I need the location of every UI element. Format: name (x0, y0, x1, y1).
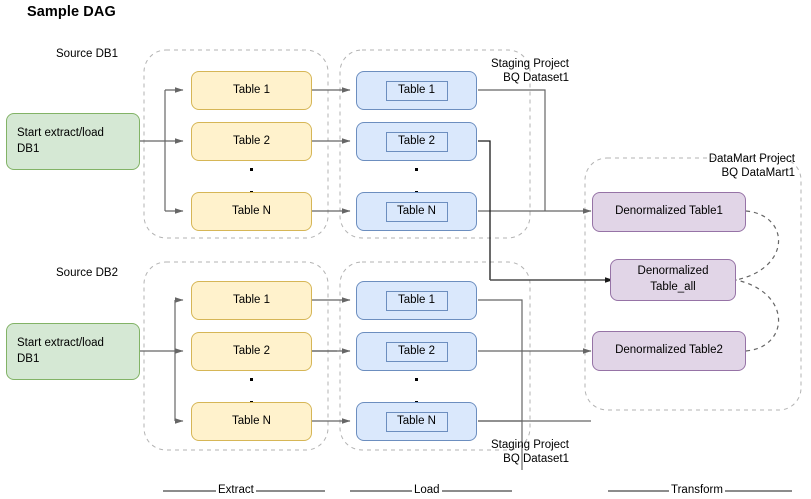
phase-label-extract: Extract (216, 484, 256, 496)
container-staging-top (339, 49, 531, 239)
denormalized-table-all-line2: Table_all (650, 281, 696, 293)
edge-dashed-dn1-to-tableall (735, 210, 780, 281)
ellipsis-load1 (413, 168, 419, 194)
label-staging-top-line1: Staging Project (491, 58, 569, 70)
container-staging-bottom (339, 261, 531, 451)
label-staging-bottom-line2: BQ Dataset1 (503, 453, 569, 465)
load1-table-n-inner: Table N (385, 201, 448, 222)
start-node-2-line1: Start extract/load (17, 336, 104, 349)
edge-dashed-dn2-to-tableall (735, 279, 780, 352)
ellipsis-extract2 (248, 378, 254, 404)
ellipsis-extract1 (248, 168, 254, 194)
node-load2-table-n[interactable]: Table N (356, 402, 477, 441)
node-extract2-table-1[interactable]: Table 1 (191, 281, 312, 320)
load1-table-1-inner: Table 1 (385, 80, 448, 101)
denormalized-table-all-line1: Denormalized (637, 265, 709, 278)
node-extract2-table-2[interactable]: Table 2 (191, 332, 312, 371)
load1-table-2-inner: Table 2 (385, 131, 448, 152)
label-datamart-line1: DataMart Project (708, 153, 795, 165)
phase-label-load: Load (412, 484, 442, 496)
edge-ld2-t1-rail (478, 299, 523, 470)
label-staging-top-line2: BQ Dataset1 (503, 72, 569, 84)
label-source-db1: Source DB1 (56, 48, 119, 60)
node-denormalized-table-all[interactable]: Denormalized Table_all (610, 259, 736, 301)
start-node-2-line2: DB1 (17, 352, 40, 365)
phase-label-transform: Transform (669, 484, 725, 496)
load2-table-2-inner: Table 2 (385, 341, 448, 362)
load2-table-1-inner: Table 1 (385, 290, 448, 311)
node-denormalized-table1[interactable]: Denormalized Table1 (592, 192, 746, 232)
load2-table-n-inner: Table N (385, 411, 448, 432)
node-start-extract-load-db2-bottom[interactable]: Start extract/load DB1 (6, 323, 140, 380)
label-source-db2: Source DB2 (56, 267, 119, 279)
node-extract2-table-n[interactable]: Table N (191, 402, 312, 441)
node-load1-table-1[interactable]: Table 1 (356, 71, 477, 110)
label-staging-bottom-line1: Staging Project (491, 439, 569, 451)
label-datamart-line2: BQ DataMart1 (721, 167, 796, 179)
node-start-extract-load-db1-top[interactable]: Start extract/load DB1 (6, 113, 140, 170)
node-extract1-table-2[interactable]: Table 2 (191, 122, 312, 161)
node-denormalized-table2[interactable]: Denormalized Table2 (592, 331, 746, 371)
start-node-1-line2: DB1 (17, 142, 40, 155)
edge-dark-rail-top (478, 140, 491, 280)
page-title: Sample DAG (27, 4, 116, 20)
node-load2-table-1[interactable]: Table 1 (356, 281, 477, 320)
ellipsis-load2 (413, 378, 419, 404)
node-extract1-table-1[interactable]: Table 1 (191, 71, 312, 110)
node-extract1-table-n[interactable]: Table N (191, 192, 312, 231)
node-load1-table-n[interactable]: Table N (356, 192, 477, 231)
node-load1-table-2[interactable]: Table 2 (356, 122, 477, 161)
start-node-1-line1: Start extract/load (17, 126, 104, 139)
edge-ld1-t1-rail (478, 89, 546, 211)
node-load2-table-2[interactable]: Table 2 (356, 332, 477, 371)
